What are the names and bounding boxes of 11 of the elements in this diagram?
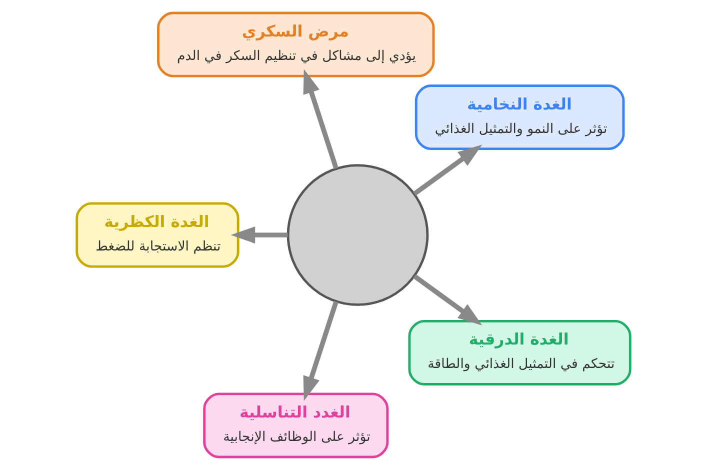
node-box: الغدة النخامية تؤثر على النمو والتمثيل الغذائي [414,84,625,150]
arrow [303,69,338,170]
arrow [413,274,482,326]
node-box: الغدد التناسلية تؤثر على الوظائف الإنجابية [203,392,389,458]
node-box: الغدة الكظرية تنظم الاستجابة للضغط [76,202,240,268]
arrow [303,300,338,401]
node-circle [286,164,429,306]
arrow [230,226,288,244]
node-box: مرض السكري يؤدي إلى مشاكل في تنظيم السكر في الدم [157,12,435,78]
arrow [413,144,482,196]
node-box: الغدة الدرقية تتحكم في التمثيل الغذائي والطاقة [408,320,632,386]
